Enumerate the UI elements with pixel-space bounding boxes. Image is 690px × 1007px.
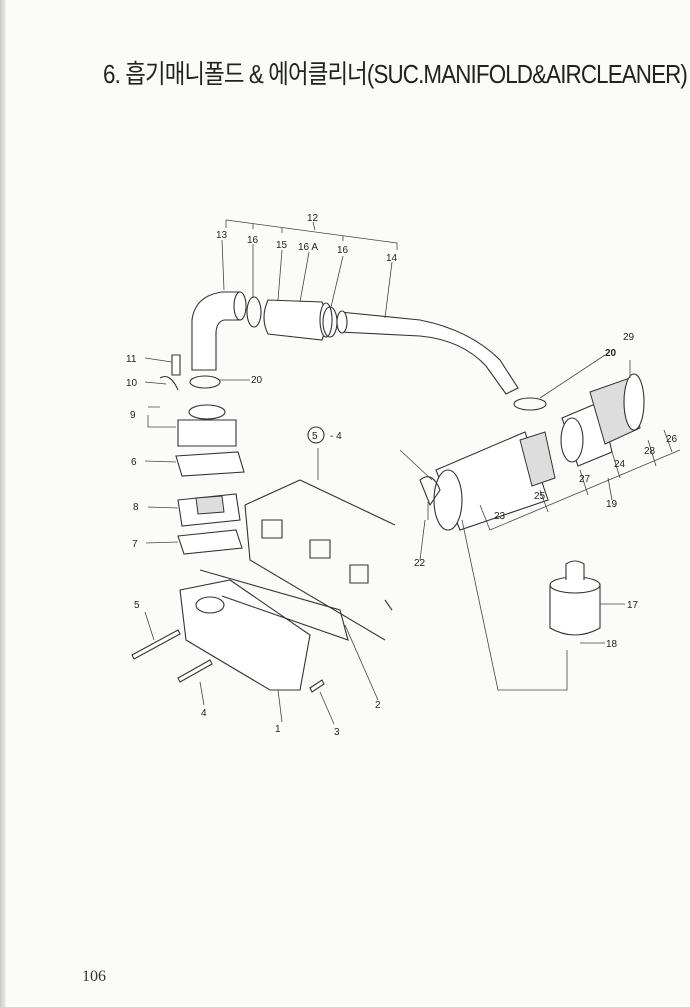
callout: 20 <box>251 375 263 386</box>
bolt-5 <box>131 629 181 660</box>
hose-clamp <box>513 397 547 411</box>
hose-clamp <box>246 296 262 328</box>
callout: 14 <box>386 253 398 264</box>
bolt-4 <box>177 659 213 683</box>
page-title: 6. 흡기매니폴드 & 에어클리너(SUC.MANIFOLD&AIRCLEANE… <box>103 59 688 89</box>
callout: 11 <box>126 354 137 365</box>
callout: 17 <box>627 600 639 611</box>
page-number: 106 <box>82 968 106 985</box>
callout: 27 <box>579 474 591 485</box>
callout: 23 <box>494 511 506 522</box>
callout: 25 <box>534 491 546 502</box>
callout: 16 <box>337 245 349 256</box>
callout: 18 <box>606 639 618 650</box>
callout: 8 <box>133 502 139 513</box>
bolt-3 <box>309 679 325 693</box>
callout: 29 <box>623 332 635 343</box>
callout: 19 <box>606 499 618 510</box>
callout: 2 <box>375 700 381 711</box>
callout: 26 <box>666 434 678 445</box>
callout: 6 <box>131 457 137 468</box>
intake-pipe <box>336 261 519 395</box>
bolt <box>171 354 181 376</box>
elbow-hose <box>191 239 247 371</box>
inlet-body <box>144 404 245 477</box>
page-edge <box>0 0 6 1007</box>
callout: 7 <box>132 539 138 550</box>
callout: 12 <box>307 213 319 224</box>
callout: 20 <box>605 348 617 359</box>
callout: 16 A <box>298 242 318 253</box>
callout: 24 <box>614 459 626 470</box>
breather-hose <box>159 375 179 391</box>
callout: 3 <box>334 727 340 738</box>
callout: 4 <box>201 708 207 719</box>
callout: 1 <box>275 724 281 735</box>
intake-manifold <box>179 569 349 723</box>
hose-clamp <box>189 375 221 389</box>
intake-heater <box>145 493 243 555</box>
callout: 15 <box>276 240 288 251</box>
callout: 13 <box>216 230 228 241</box>
callout: 9 <box>130 410 136 421</box>
reference-number: 5 <box>312 431 318 442</box>
reference-suffix: - 4 <box>330 431 342 442</box>
dust-cup <box>549 560 625 644</box>
callout: 22 <box>414 558 426 569</box>
pre-cleaner <box>263 249 333 341</box>
bracket-12 <box>225 219 398 250</box>
air-cleaner <box>399 360 681 691</box>
callout: 5 <box>134 600 140 611</box>
cylinder-head-outline <box>244 448 396 701</box>
callout-labels: 12 13 16 15 16 A 16 14 11 10 9 6 8 7 5 4… <box>126 213 678 738</box>
reference-circle <box>307 426 325 444</box>
callout: 10 <box>126 378 138 389</box>
callout: 28 <box>644 446 656 457</box>
callout: 16 <box>247 235 259 246</box>
